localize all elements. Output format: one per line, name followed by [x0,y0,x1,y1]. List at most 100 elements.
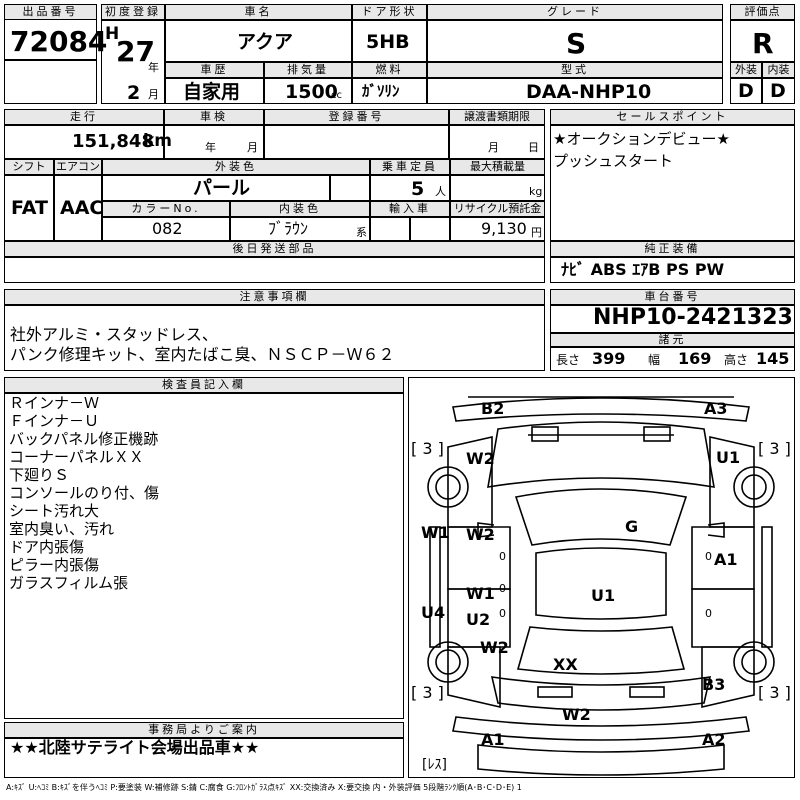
first-reg-cell [101,20,165,104]
mark-b2: B2 [481,399,505,418]
height-label: 高さ [724,353,749,367]
inspector-line: ガラスフィルム張 [9,574,129,592]
import-cell-2 [410,217,450,241]
notes-line-1: 社外アルミ・スタッドレス、 [10,325,218,344]
displacement-label: 排気量 [264,62,352,78]
width: 169 [678,349,712,368]
exterior-score: D [738,80,754,102]
width-label: 幅 [648,353,661,367]
zero-mark: 0 [705,607,712,620]
plate-cell [264,125,449,159]
mark-u1-center: U1 [591,586,616,605]
transfer-label: 譲渡書類期限 [449,109,545,125]
exterior-cell [730,78,762,104]
notes-cell [4,305,545,371]
ac-cell [54,175,102,241]
office-label: 事務局よりご案内 [4,722,404,738]
capacity-unit: 人 [435,185,446,198]
zero-mark: 0 [499,550,506,563]
interior-label: 内装 [762,62,795,78]
spec-label: 諸元 [550,333,795,347]
grade-label: グレード [427,4,723,20]
fuel-cell [352,78,427,104]
sales-line-2: プッシュスタート [553,152,674,170]
intcolor-cell [230,217,370,241]
later-parts-cell [4,257,545,283]
legend: A:ｷｽﾞ U:ﾍｺﾐ B:ｷｽﾞを伴うﾍｺﾐ P:要塗装 W:補修跡 S:錆 … [6,783,522,792]
recycle-unit: 円 [531,226,542,239]
import-label: 輸入車 [370,201,450,217]
zero-mark: 0 [705,550,712,563]
inspector-line: コンソールのり付、傷 [9,484,160,502]
lot-blank [4,60,97,104]
mark-u4-left: U4 [421,603,446,622]
history-cell [165,78,264,104]
exterior-label: 外装 [730,62,762,78]
era: H [105,24,120,44]
mark-u1-front-right: U1 [716,448,741,467]
sales-label: セールスポイント [550,109,795,125]
load-unit: kg [529,185,543,198]
fuel: ｶﾞｿﾘﾝ [362,82,400,100]
score-label: 評価点 [730,4,795,20]
shift: FAT [11,197,48,219]
mark-a1-right: A1 [714,550,738,569]
transfer-cell [449,125,545,159]
length: 399 [592,349,626,368]
inspector-line: 下廻りＳ [9,466,70,484]
recycle: 9,130 [481,219,527,238]
reg-month: 2 [127,82,141,104]
inspector-line: 室内臭い、汚れ [9,520,115,538]
colorno-cell [102,217,230,241]
inspector-line: バックパネル修正機跡 [9,430,159,448]
inspector-line: シート汚れ大 [9,502,100,520]
reg-year: 27 [116,35,155,68]
insp-month-unit: 月 [247,141,258,154]
lot-number: 72084 [10,25,108,58]
first-reg-label: 初度登録 [101,4,165,20]
mark-a1-bottom-left: A1 [481,730,505,749]
equipment-cell [550,257,795,283]
intcolor-label: 内装色 [230,201,370,217]
load-cell [450,175,545,201]
tire-front-right: [ 3 ] [758,439,791,458]
inspector-line: Ｆインナ－Ｕ [9,412,100,430]
interior-score: D [770,80,786,102]
color: パール [193,177,251,199]
color-label: 外装色 [102,159,370,175]
mark-w1-left: W1 [421,523,450,542]
color-cell-extra [330,175,370,201]
mark-w2-rear-left: W2 [480,638,509,657]
car-name: アクア [237,31,294,53]
shift-label: シフト [4,159,54,175]
zero-mark: 0 [499,582,506,595]
height: 145 [756,349,790,368]
name-label: 車名 [165,4,352,20]
displacement: 1500 [285,81,338,103]
import-cell [370,217,410,241]
mark-a3: A3 [704,399,728,418]
mark-w2-rear: W2 [562,705,591,724]
inspector-cell [4,393,404,719]
ac-label: エアコン [54,159,102,175]
transfer-day-unit: 日 [528,141,539,154]
mileage-cell [4,125,164,159]
inspector-line: コーナーパネルＸＸ [9,448,144,466]
interior-cell [762,78,795,104]
car-damage-diagram [427,396,775,776]
office-cell [4,738,404,778]
mark-w2-front-left: W2 [466,449,495,468]
insp-year-unit: 年 [205,141,216,154]
sales-cell [550,125,795,241]
model-cell [427,78,723,104]
ac: AAC [60,197,104,219]
sales-line-1: ★オークションデビュー★ [553,130,730,148]
colorno-label: カラーNo. [102,201,230,217]
year-unit: 年 [148,61,159,74]
inspector-line: ピラー内張傷 [9,556,100,574]
capacity-cell [370,175,450,201]
equipment-label: 純正装備 [550,241,795,257]
spare-tire: [ﾚｽ] [422,757,447,773]
later-parts-label: 後日発送部品 [4,241,545,257]
mileage-label: 走行 [4,109,164,125]
